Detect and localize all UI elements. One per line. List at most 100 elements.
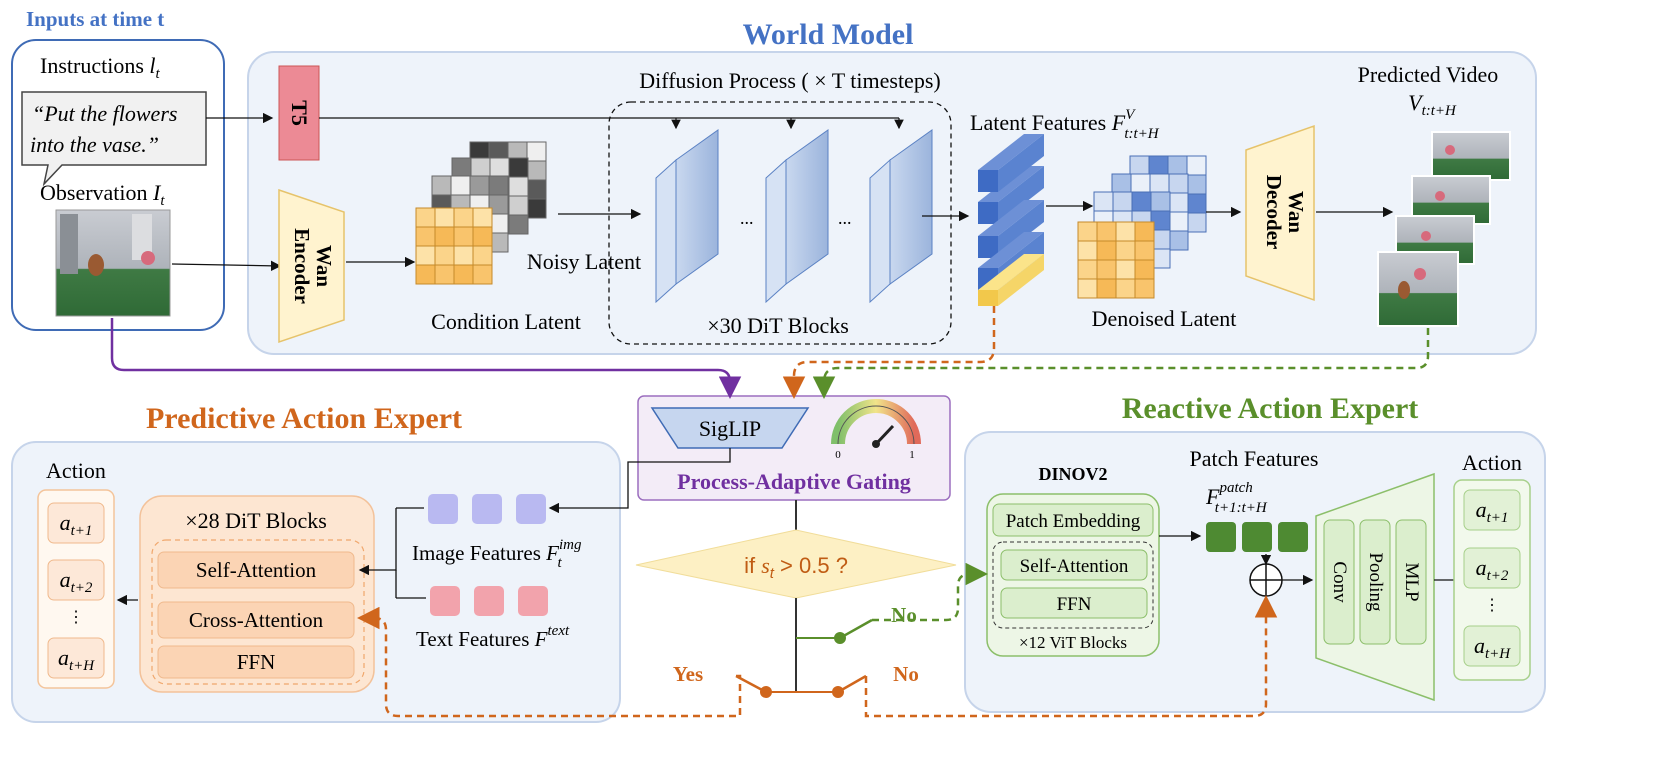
condition-latent-cell bbox=[472, 207, 493, 228]
wan-decoder: Wan Decoder bbox=[1245, 124, 1315, 302]
svg-text:Decoder: Decoder bbox=[1262, 175, 1286, 250]
denoised-latent-cell bbox=[1168, 192, 1189, 213]
decision-diamond bbox=[635, 529, 957, 599]
predictive-action-title: Action bbox=[46, 458, 106, 483]
observation-label: Observation It bbox=[40, 180, 165, 209]
reactive-self-attention-label: Self-Attention bbox=[1020, 556, 1129, 577]
patch-feature-chips bbox=[1206, 522, 1308, 552]
svg-text:T5: T5 bbox=[287, 100, 312, 126]
svg-text:1: 1 bbox=[909, 449, 915, 461]
upper-no-label: No bbox=[891, 603, 917, 627]
noisy-latent-cell bbox=[469, 175, 490, 196]
siglip-label: SigLIP bbox=[699, 416, 761, 441]
observation-image bbox=[55, 209, 171, 317]
denoised-latent-orange-cell bbox=[1077, 278, 1098, 299]
text-features-label: Text Features Ftext bbox=[416, 623, 570, 651]
denoised-latent-cell bbox=[1167, 155, 1188, 176]
ffn-label: FFN bbox=[237, 650, 276, 674]
predictive-action-2: at+2 bbox=[47, 559, 105, 601]
dit-28-block bbox=[139, 495, 375, 693]
reactive-self-attention-block bbox=[1000, 549, 1148, 581]
condition-latent-cell bbox=[434, 226, 455, 247]
patch-features-label: Patch Features bbox=[1190, 446, 1319, 471]
condition-latent-cell bbox=[453, 207, 474, 228]
denoised-latent-orange-cell bbox=[1134, 259, 1155, 280]
condition-latent-cell bbox=[453, 245, 474, 266]
noisy-latent-cell bbox=[508, 214, 529, 235]
reactive-action-2: at+2 bbox=[1463, 547, 1521, 589]
observation-to-gating-route bbox=[110, 318, 742, 399]
reactive-ffn-label: FFN bbox=[1057, 594, 1092, 615]
instruction-quote-line2: into the vase.” bbox=[30, 132, 159, 157]
condition-latent-cell bbox=[415, 264, 436, 285]
denoised-latent-cell bbox=[1186, 212, 1207, 233]
condition-latent-cell bbox=[434, 245, 455, 266]
condition-latent-cell bbox=[434, 207, 455, 228]
video-to-gating-route bbox=[812, 328, 1430, 399]
svg-text:0: 0 bbox=[835, 449, 841, 461]
condition-latent-cell bbox=[415, 226, 436, 247]
denoised-latent-cell bbox=[1186, 155, 1207, 176]
noisy-latent-cell bbox=[526, 198, 547, 219]
inputs-title: Inputs at time t bbox=[26, 7, 164, 31]
denoised-latent-orange-cell bbox=[1115, 278, 1136, 299]
lower-no-label: No bbox=[893, 662, 919, 686]
reactive-action-title: Action bbox=[1462, 450, 1522, 475]
upper-switch-lever bbox=[839, 618, 873, 640]
denoised-latent-cell bbox=[1112, 191, 1133, 212]
denoised-latent-orange-cell bbox=[1115, 259, 1136, 280]
noisy-latent-cell bbox=[508, 157, 529, 178]
svg-text:Wan: Wan bbox=[1284, 191, 1308, 233]
cross-attention-block bbox=[157, 601, 355, 639]
noisy-latent-cell bbox=[470, 157, 491, 178]
denoised-latent-cell bbox=[1186, 174, 1207, 195]
denoised-latent-cell bbox=[1130, 173, 1151, 194]
denoised-latent-orange-cell bbox=[1096, 259, 1117, 280]
ffn-block bbox=[157, 645, 355, 679]
predictive-action-1: at+1 bbox=[47, 502, 105, 544]
pooling-block bbox=[1359, 519, 1391, 645]
condition-latent-grid bbox=[415, 207, 493, 285]
reactive-title: Reactive Action Expert bbox=[1122, 392, 1419, 425]
svg-text:at+2: at+2 bbox=[1476, 555, 1509, 584]
denoised-latent-orange-cell bbox=[1115, 240, 1136, 261]
mlp-block bbox=[1395, 519, 1427, 645]
denoised-latent-orange-cell bbox=[1096, 221, 1117, 242]
vit-inner-box bbox=[992, 541, 1154, 629]
cross-attention-label: Cross-Attention bbox=[189, 608, 324, 632]
svg-text:Encoder: Encoder bbox=[290, 228, 314, 304]
denoised-latent-orange-cell bbox=[1134, 240, 1155, 261]
denoised-latent-orange-cell bbox=[1134, 278, 1155, 299]
yes-label: Yes bbox=[673, 662, 703, 686]
text-feature-chips bbox=[430, 586, 548, 616]
denoised-latent-cell bbox=[1131, 191, 1152, 212]
condition-latent-cell bbox=[415, 207, 436, 228]
gauge-icon: 0 1 bbox=[831, 399, 921, 461]
predicted-video-label: Predicted Video bbox=[1358, 62, 1499, 87]
reactive-action-3: at+H bbox=[1463, 625, 1521, 667]
observation-to-encoder-arrow bbox=[171, 260, 282, 272]
reactive-action-expert-panel: Reactive Action Expert DINOV2 Patch Embe… bbox=[964, 392, 1546, 713]
denoised-latent-orange-cell bbox=[1077, 259, 1098, 280]
noisy-latent-cell bbox=[431, 175, 452, 196]
condition-latent-cell bbox=[453, 264, 474, 285]
svg-text:at+H: at+H bbox=[58, 645, 95, 674]
self-attention-block bbox=[157, 551, 355, 589]
noisy-latent-label: Noisy Latent bbox=[527, 249, 641, 274]
lower-no-switch bbox=[837, 674, 867, 694]
reactive-action-1: at+1 bbox=[1463, 489, 1521, 531]
t5-encoder: T5 bbox=[278, 65, 320, 161]
image-feature-chips bbox=[428, 494, 546, 524]
world-model-title: World Model bbox=[743, 18, 914, 51]
denoised-latent-cell bbox=[1093, 191, 1114, 212]
instruction-speech-bubble bbox=[21, 91, 207, 187]
predictive-action-ellipsis: ⋮ bbox=[68, 609, 84, 626]
diffusion-title: Diffusion Process ( × T timesteps) bbox=[639, 68, 940, 93]
self-attention-label: Self-Attention bbox=[196, 558, 317, 582]
noisy-latent-cell bbox=[508, 176, 529, 197]
dit-dots-1: ... bbox=[740, 208, 754, 228]
diffusion-process: Diffusion Process ( × T timesteps) ... .… bbox=[608, 68, 952, 345]
